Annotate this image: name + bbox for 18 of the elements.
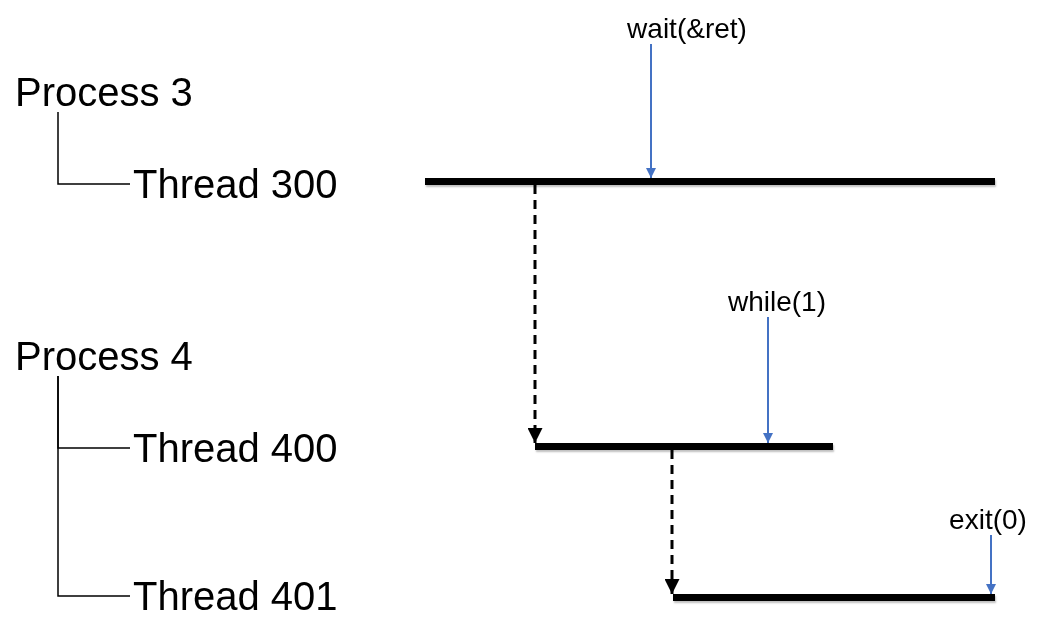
thread-label: Thread 300 — [133, 164, 378, 204]
tree-line — [57, 375, 131, 597]
thread-label: Thread 401 — [133, 576, 378, 616]
process-label: Process 4 — [15, 336, 195, 376]
call-label: exit(0) — [934, 505, 1042, 535]
timeline-bar — [535, 443, 833, 450]
arrow — [664, 450, 680, 594]
process-label: Process 3 — [15, 72, 195, 112]
arrow — [527, 185, 543, 443]
timeline-bar — [673, 594, 995, 601]
tree-line — [57, 111, 131, 185]
arrow — [986, 534, 996, 595]
call-label: wait(&ret) — [622, 14, 752, 44]
call-label: while(1) — [712, 287, 842, 317]
arrow — [646, 43, 656, 179]
thread-label: Thread 400 — [133, 428, 378, 468]
timeline-bar — [425, 178, 995, 185]
arrow — [763, 316, 773, 444]
